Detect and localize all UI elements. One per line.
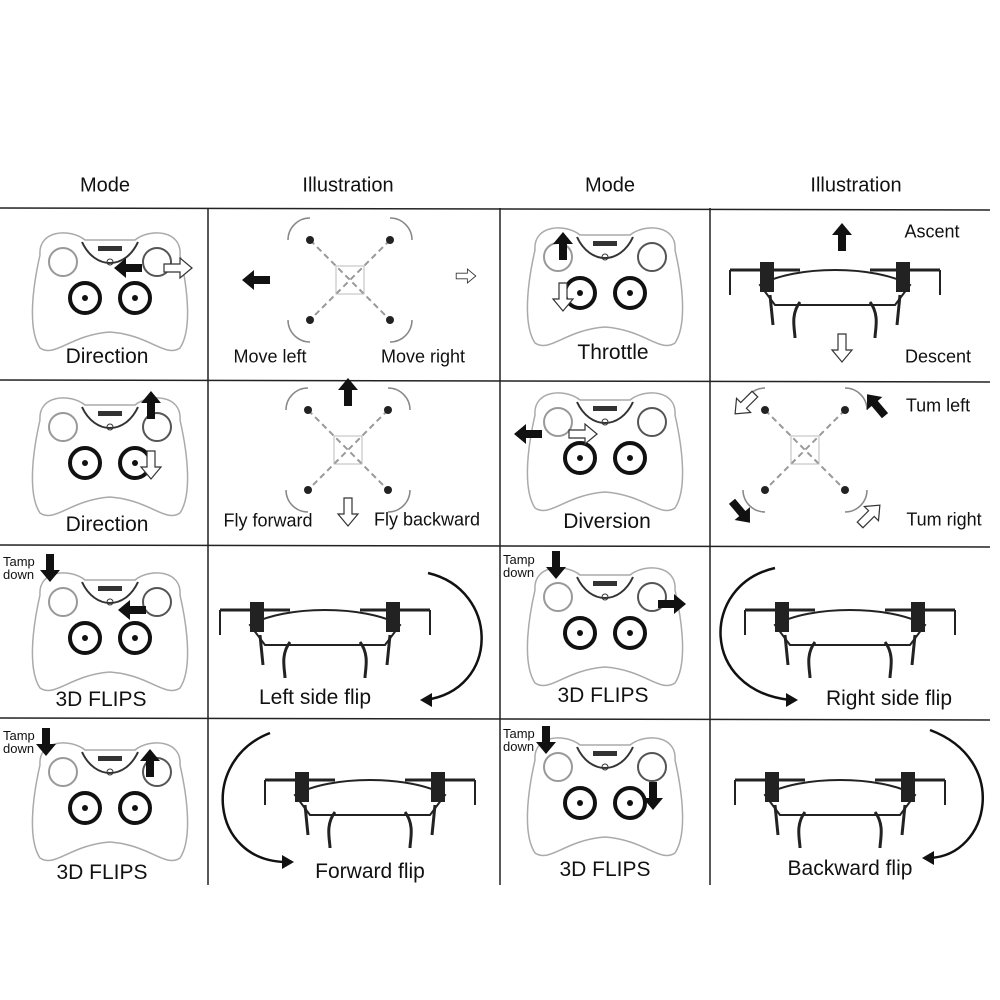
turn-left-arrow-icon — [859, 387, 893, 423]
hollow-arrow-down-icon — [831, 333, 853, 363]
illustration-label: Right side flip — [825, 687, 953, 710]
column-header-mode: Mode — [584, 174, 636, 197]
illustration-label: Tum right — [906, 509, 982, 530]
controller-icon — [525, 565, 685, 688]
arrow-left-icon — [118, 600, 146, 620]
drone-side-view-icon — [743, 600, 957, 680]
arrow-down-icon — [546, 551, 566, 579]
mode-label: 3D FLIPS — [559, 858, 651, 881]
drone-top-view-icon — [285, 387, 411, 513]
hollow-arrow-right-icon — [568, 423, 598, 445]
column-header-mode: Mode — [79, 174, 131, 197]
drone-top-view-icon — [287, 217, 413, 343]
arrow-right-icon — [658, 594, 686, 614]
column-header-illustration: Illustration — [302, 174, 394, 197]
drone-side-view-icon — [733, 770, 947, 850]
drone-side-view-icon — [728, 260, 942, 340]
controller-icon — [30, 230, 190, 353]
drone-side-view-icon — [218, 600, 432, 680]
controller-icon — [525, 390, 685, 513]
drone-side-view-icon — [263, 770, 477, 850]
hollow-turn-arrow-icon — [727, 386, 763, 422]
arrow-up-icon — [553, 232, 573, 260]
mode-label: 3D FLIPS — [55, 688, 147, 711]
tamp-down-note: Tamp down — [503, 552, 535, 580]
illustration-label: Tum left — [905, 395, 971, 416]
arrow-up-icon — [141, 391, 161, 419]
flip-curve-arrow-icon — [424, 571, 483, 702]
illustration-label: Move left — [233, 346, 307, 367]
mode-label: Direction — [65, 513, 149, 536]
mode-label: 3D FLIPS — [56, 861, 148, 884]
arrow-down-icon — [36, 728, 56, 756]
tamp-down-note: Tamp down — [3, 728, 35, 756]
tamp-down-note: Tamp down — [3, 554, 35, 582]
arrow-up-icon — [338, 378, 358, 406]
controller-icon — [30, 740, 190, 863]
flip-curve-arrow-icon — [929, 728, 984, 860]
controller-icon — [525, 225, 685, 348]
illustration-label: Fly backward — [373, 509, 481, 530]
table-grid — [0, 207, 991, 885]
illustration-label: Forward flip — [315, 860, 425, 883]
hollow-turn-arrow-icon — [852, 497, 888, 533]
hollow-arrow-down-icon — [552, 282, 574, 312]
mode-label: Diversion — [563, 510, 651, 533]
controller-icon — [525, 735, 685, 858]
illustration-label: Backward flip — [787, 857, 913, 880]
illustration-label: Fly forward — [223, 510, 313, 531]
drone-top-view-icon — [742, 387, 868, 513]
arrow-up-icon — [832, 223, 852, 251]
illustration-label: Move right — [380, 346, 466, 367]
illustration-label: Ascent — [904, 221, 960, 242]
column-header-illustration: Illustration — [810, 174, 902, 197]
illustration-label: Descent — [904, 346, 972, 367]
arrow-left-icon — [242, 270, 270, 290]
arrow-left-icon — [514, 424, 542, 444]
hollow-arrow-down-icon — [337, 497, 359, 527]
flip-curve-arrow-icon — [221, 731, 286, 864]
mode-label: 3D FLIPS — [557, 684, 649, 707]
controller-icon — [30, 395, 190, 518]
arrow-down-icon — [40, 554, 60, 582]
flip-curve-arrow-icon — [719, 566, 791, 702]
tamp-down-note: Tamp down — [503, 726, 535, 754]
hollow-arrow-right-icon — [163, 257, 193, 279]
mode-label: Throttle — [577, 341, 649, 364]
controller-icon — [30, 570, 190, 693]
hollow-arrow-right-icon — [455, 268, 477, 284]
mode-label: Direction — [65, 345, 149, 368]
illustration-label: Left side flip — [258, 686, 372, 709]
turn-left-arrow-icon — [724, 494, 758, 530]
